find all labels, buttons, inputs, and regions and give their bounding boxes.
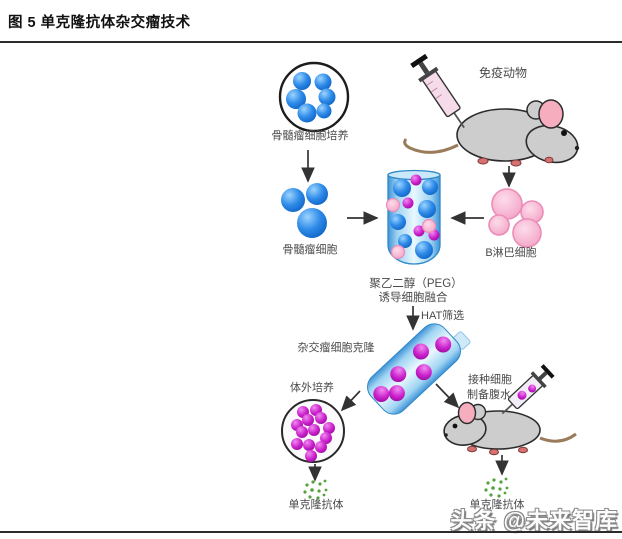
hybridoma-clone-tube <box>367 323 471 415</box>
syringe-icon <box>410 53 465 129</box>
label-peg-line1: 聚乙二醇（PEG） <box>369 278 463 290</box>
fusion-tube <box>385 169 441 265</box>
label-peg-line2: 诱导细胞融合 <box>378 292 448 304</box>
label-mab-left: 单克隆抗体 <box>288 499 344 511</box>
label-myeloma-cells: 骨髓瘤细胞 <box>282 244 338 256</box>
immunized-mouse <box>403 99 580 167</box>
arrow-to-mouse <box>435 383 460 409</box>
b-lymphocytes <box>488 188 544 248</box>
label-in-vitro-culture: 体外培养 <box>290 382 334 394</box>
label-hat-selection: HAT筛选 <box>421 310 465 322</box>
label-inoculate-cells: 接种细胞 <box>468 374 512 386</box>
in-vitro-culture-dish <box>281 399 345 463</box>
label-myeloma-culture: 骨髓瘤细胞培养 <box>271 130 349 142</box>
mouse-eye <box>561 130 567 136</box>
label-prepare-ascites: 制备腹水 <box>467 389 511 401</box>
title-underline <box>0 41 622 43</box>
antibodies-left <box>303 479 328 500</box>
ascites-mouse <box>443 401 577 456</box>
label-mab-right: 单克隆抗体 <box>469 499 525 511</box>
myeloma-culture-dish <box>278 61 350 133</box>
label-immunized-animal: 免疫动物 <box>478 66 528 80</box>
mouse-eye <box>452 423 458 429</box>
myeloma-cells <box>281 183 328 238</box>
antibodies-right <box>484 477 509 498</box>
label-b-lymphocytes: B淋巴细胞 <box>485 247 537 259</box>
label-hybridoma-clone: 杂交瘤细胞克隆 <box>297 342 375 354</box>
watermark: 头条 @未来智库 <box>450 508 618 533</box>
bottom-rule <box>0 531 622 533</box>
figure-title: 图 5 单克隆抗体杂交瘤技术 <box>8 15 191 31</box>
hybridoma-syringe-icon <box>501 364 555 415</box>
arrow-to-invitro <box>340 390 361 412</box>
